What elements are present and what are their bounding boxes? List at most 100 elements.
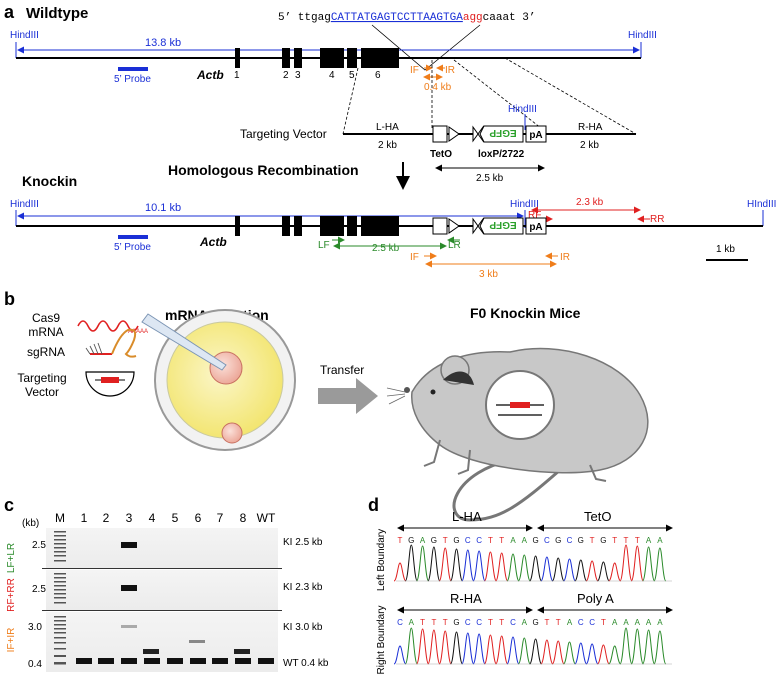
bottom-base-11: A — [522, 618, 528, 627]
lf-label: LF — [318, 240, 330, 251]
wt-probe-label: 5’ Probe — [114, 74, 151, 85]
sgrna-label: sgRNA — [27, 345, 65, 359]
tv-cassette-size: 2.5 kb — [476, 173, 504, 184]
top-base-11: A — [522, 536, 528, 545]
ki-egfp-box — [479, 217, 524, 235]
panel-c-letter: c — [4, 495, 14, 515]
bottom-base-20: A — [623, 618, 629, 627]
targeting-label: Targeting — [17, 371, 66, 385]
top-base-2: A — [420, 536, 426, 545]
row-label-lf-lr: LF+LR — [6, 543, 17, 573]
lane-label-7: 7 — [217, 511, 224, 525]
band-lane6-extra — [189, 640, 205, 643]
bottom-base-7: C — [476, 618, 482, 627]
exon-label-3: 3 — [295, 70, 301, 81]
pronucleus-2 — [221, 422, 243, 444]
lane-label-3: 3 — [126, 511, 133, 525]
ki-promoter-arrow — [448, 218, 460, 234]
top-peak-10 — [506, 553, 520, 582]
ki-if-label: IF — [410, 252, 419, 263]
panel-d-letter: d — [368, 495, 379, 515]
top-peak-18 — [596, 561, 610, 582]
mouse-illustration — [386, 347, 649, 522]
ki-gene-name: Actb — [199, 235, 227, 249]
bottom-peak-23 — [653, 630, 667, 665]
top-peak-20 — [619, 544, 633, 582]
polya-tail: AAAAA — [128, 329, 148, 335]
lane-label-8: 8 — [240, 511, 247, 525]
top-peak-19 — [608, 562, 621, 582]
bottom-peak-15 — [563, 641, 576, 665]
sgrna-icon — [85, 328, 137, 358]
band-wt-lane-1 — [76, 658, 92, 664]
top-base-19: T — [612, 536, 617, 545]
bottom-base-2: T — [420, 618, 425, 627]
bottom-base-21: A — [635, 618, 641, 627]
cas9-mrna-icon — [77, 320, 139, 332]
ki-probe-label: 5’ Probe — [114, 242, 151, 253]
guide-dash-4 — [504, 57, 637, 135]
bottom-peak-5 — [450, 631, 463, 665]
vector-icon — [85, 371, 135, 397]
band-wt-lane-3 — [121, 658, 137, 664]
bottom-peak-12 — [529, 638, 543, 665]
bottom-base-17: C — [589, 618, 595, 627]
top-peak-13 — [540, 556, 554, 582]
bottom-base-22: A — [646, 618, 652, 627]
wt-probe-bar — [118, 67, 148, 71]
bottom-peak-14 — [551, 640, 565, 665]
top-base-22: A — [646, 536, 652, 545]
top-peak-3 — [427, 546, 441, 582]
ki-loxp-1 — [472, 217, 479, 235]
band-wt-lane-4 — [144, 658, 160, 664]
top-peak-4 — [438, 547, 452, 582]
bottom-peak-9 — [495, 635, 509, 665]
hr-title: Homologous Recombination — [168, 162, 359, 178]
d-rha-label: R-HA — [450, 591, 482, 606]
gene-name: Actb — [196, 68, 224, 82]
top-base-12: G — [532, 536, 538, 545]
left-boundary-label: Left Boundary — [376, 529, 387, 591]
exon-label-5: 5 — [349, 70, 355, 81]
mrna-label: mRNA — [28, 325, 63, 339]
bottom-base-18: T — [601, 618, 606, 627]
panel-b-letter: b — [4, 289, 15, 309]
tv-egfp-label: EGFP — [489, 127, 517, 138]
tick-2-5-a: 2.5 — [32, 540, 46, 551]
lane-label-m: M — [55, 511, 65, 525]
ki-exon-2 — [282, 216, 290, 236]
if-ir-size: 3 kb — [479, 269, 498, 280]
gel-1 — [46, 528, 278, 568]
exon-label-1: 1 — [234, 70, 240, 81]
ki-pa-label: pA — [529, 222, 542, 233]
band-label-ki-2-5: KI 2.5 kb — [283, 537, 323, 548]
wt-hind-left: HindIII — [10, 30, 39, 41]
bottom-peak-20 — [619, 627, 633, 665]
bottom-base-15: A — [567, 618, 573, 627]
top-peak-22 — [642, 546, 656, 582]
exon-label-4: 4 — [329, 70, 335, 81]
right-boundary-label: Right Boundary — [376, 606, 387, 675]
injection-needle — [141, 313, 227, 371]
bottom-base-12: G — [532, 618, 538, 627]
tv-label: Targeting Vector — [240, 127, 327, 141]
rf-rr-size: 2.3 kb — [576, 197, 604, 208]
lr-label: LR — [448, 240, 461, 251]
band-label-ki-3-0: KI 3.0 kb — [283, 622, 323, 633]
exon-6 — [361, 48, 399, 68]
ki-hind-mid: HindIII — [510, 199, 539, 210]
vector-label: Vector — [25, 385, 59, 399]
band-wt-lane-5 — [167, 658, 183, 664]
row-label-if-ir: IF+IR — [6, 628, 17, 653]
bottom-peak-2 — [416, 628, 430, 665]
ladders — [54, 531, 66, 665]
wt-hind-right: HindIII — [628, 30, 657, 41]
exon-label-6: 6 — [375, 70, 381, 81]
bottom-peak-16 — [574, 642, 588, 665]
ki-ir-label: IR — [560, 252, 570, 263]
bottom-peak-6 — [461, 632, 475, 665]
tv-rha: R-HA — [578, 122, 603, 133]
exon-label-2: 2 — [283, 70, 289, 81]
exon-4 — [320, 48, 344, 68]
bottom-base-23: A — [657, 618, 663, 627]
